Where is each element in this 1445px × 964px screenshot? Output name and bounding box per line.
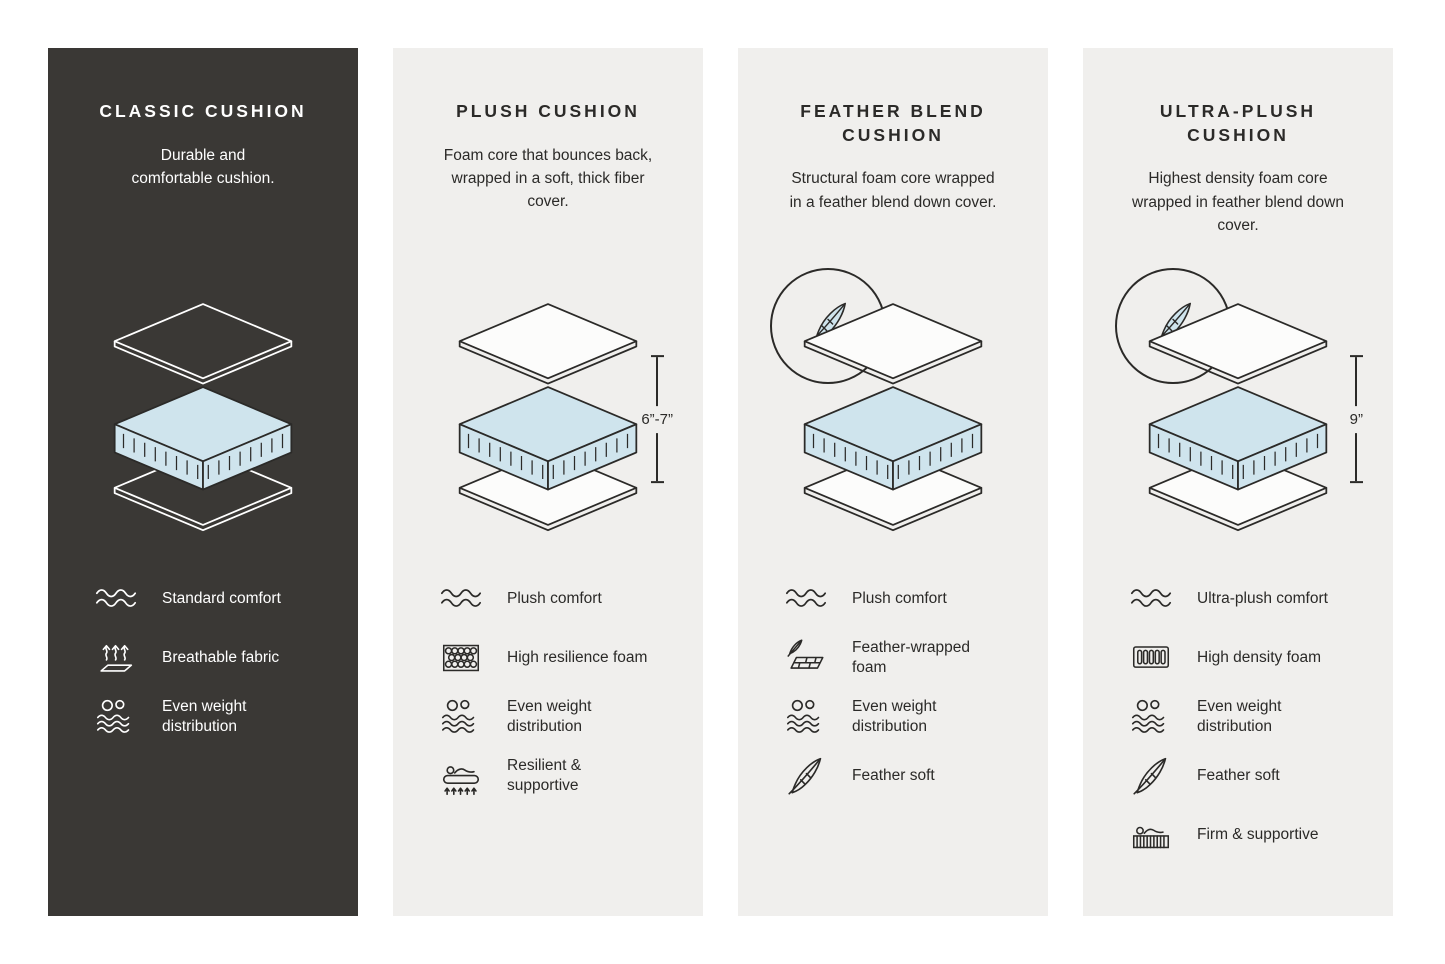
weight-icon bbox=[435, 694, 487, 740]
feature-label: Plush comfort bbox=[852, 589, 947, 607]
cushion-layers-diagram bbox=[76, 266, 330, 562]
measure-line bbox=[656, 432, 659, 482]
cushion-layers-diagram: 9” bbox=[1111, 266, 1365, 562]
feather-icon bbox=[1125, 753, 1177, 799]
measure-cap-bottom bbox=[1349, 481, 1363, 484]
feature-item: Even weight distribution bbox=[1125, 694, 1365, 740]
height-label: 6”-7” bbox=[641, 410, 673, 428]
feature-label: Firm & supportive bbox=[1197, 825, 1319, 843]
feature-item: Feather-wrapped foam bbox=[780, 635, 1020, 681]
card-header: CLASSIC CUSHION Durable and comfortable … bbox=[76, 100, 330, 262]
height-measure: 6”-7” bbox=[641, 355, 673, 484]
card-title: CLASSIC CUSHION bbox=[99, 101, 307, 121]
card-feather-blend-cushion: FEATHER BLEND CUSHION Structural foam co… bbox=[738, 48, 1048, 916]
cushion-diagram-icon bbox=[804, 303, 982, 530]
feature-label: Resilient & supportive bbox=[507, 756, 582, 794]
feature-item: Even weight distribution bbox=[90, 694, 330, 740]
feature-label: High resilience foam bbox=[507, 648, 648, 666]
wave-icon bbox=[90, 576, 142, 622]
feature-label: Even weight distribution bbox=[507, 697, 592, 735]
resilient-supportive-icon bbox=[435, 753, 487, 799]
feature-item: Firm & supportive bbox=[1125, 812, 1365, 858]
cushion-diagram-icon bbox=[459, 303, 637, 530]
feature-label: Feather soft bbox=[852, 766, 935, 784]
feature-item: Resilient & supportive bbox=[435, 753, 675, 799]
measure-cap-bottom bbox=[650, 481, 664, 484]
feature-label: Even weight distribution bbox=[162, 697, 247, 735]
weight-icon bbox=[90, 694, 142, 740]
feature-label: Ultra-plush comfort bbox=[1197, 589, 1328, 607]
feature-item: High density foam bbox=[1125, 635, 1365, 681]
measure-line bbox=[1355, 357, 1358, 406]
feature-label: High density foam bbox=[1197, 648, 1322, 666]
card-description: Highest density foam core wrapped in fea… bbox=[1132, 170, 1344, 234]
measure-cap-top bbox=[650, 355, 664, 358]
feather-icon bbox=[780, 753, 832, 799]
height-label: 9” bbox=[1349, 410, 1363, 428]
firm-supportive-icon bbox=[1125, 812, 1177, 858]
feature-label: Even weight distribution bbox=[852, 697, 937, 735]
measure-line bbox=[1355, 432, 1358, 482]
feature-list: Plush comfort Feather-wrapped foam Even … bbox=[766, 576, 1020, 799]
card-description: Foam core that bounces back, wrapped in … bbox=[443, 146, 653, 211]
feature-item: Breathable fabric bbox=[90, 635, 330, 681]
measure-cap-top bbox=[1349, 355, 1363, 358]
cushion-diagram-icon bbox=[114, 303, 292, 530]
feature-list: Ultra-plush comfort High density foam Ev… bbox=[1111, 576, 1365, 858]
feather-foam-icon bbox=[780, 635, 832, 681]
feature-label: Even weight distribution bbox=[1197, 697, 1282, 735]
cushion-diagram-icon bbox=[1149, 303, 1327, 530]
wave-icon bbox=[1125, 576, 1177, 622]
breathable-icon bbox=[90, 635, 142, 681]
card-header: ULTRA-PLUSH CUSHION Highest density foam… bbox=[1111, 100, 1365, 262]
cushion-layers-diagram: 6”-7” bbox=[421, 266, 675, 562]
card-header: PLUSH CUSHION Foam core that bounces bac… bbox=[421, 100, 675, 262]
feature-label: Feather soft bbox=[1197, 766, 1280, 784]
card-title: ULTRA-PLUSH CUSHION bbox=[1159, 101, 1317, 145]
measure-line bbox=[656, 357, 659, 406]
feature-item: Standard comfort bbox=[90, 576, 330, 622]
feature-label: Feather-wrapped foam bbox=[852, 638, 971, 676]
card-title: PLUSH CUSHION bbox=[456, 101, 640, 121]
density-foam-icon bbox=[1125, 635, 1177, 681]
card-description: Durable and comfortable cushion. bbox=[131, 146, 275, 187]
card-classic-cushion: CLASSIC CUSHION Durable and comfortable … bbox=[48, 48, 358, 916]
feature-item: Feather soft bbox=[780, 753, 1020, 799]
weight-icon bbox=[1125, 694, 1177, 740]
cushion-layers-diagram bbox=[766, 266, 1020, 562]
card-header: FEATHER BLEND CUSHION Structural foam co… bbox=[766, 100, 1020, 262]
feature-list: Plush comfort High resilience foam Even … bbox=[421, 576, 675, 799]
feature-item: Ultra-plush comfort bbox=[1125, 576, 1365, 622]
wave-icon bbox=[780, 576, 832, 622]
height-measure: 9” bbox=[1349, 355, 1363, 484]
weight-icon bbox=[780, 694, 832, 740]
feature-label: Breathable fabric bbox=[162, 648, 280, 666]
feature-label: Standard comfort bbox=[162, 589, 281, 607]
card-ultra-plush-cushion: ULTRA-PLUSH CUSHION Highest density foam… bbox=[1083, 48, 1393, 916]
feature-item: Even weight distribution bbox=[435, 694, 675, 740]
feature-item: High resilience foam bbox=[435, 635, 675, 681]
card-description: Structural foam core wrapped in a feathe… bbox=[789, 170, 997, 211]
feature-label: Plush comfort bbox=[507, 589, 602, 607]
feature-item: Even weight distribution bbox=[780, 694, 1020, 740]
feature-list: Standard comfort Breathable fabric Even … bbox=[76, 576, 330, 740]
feature-item: Feather soft bbox=[1125, 753, 1365, 799]
card-plush-cushion: PLUSH CUSHION Foam core that bounces bac… bbox=[393, 48, 703, 916]
resilience-foam-icon bbox=[435, 635, 487, 681]
feature-item: Plush comfort bbox=[780, 576, 1020, 622]
wave-icon bbox=[435, 576, 487, 622]
feature-item: Plush comfort bbox=[435, 576, 675, 622]
card-title: FEATHER BLEND CUSHION bbox=[800, 101, 986, 145]
